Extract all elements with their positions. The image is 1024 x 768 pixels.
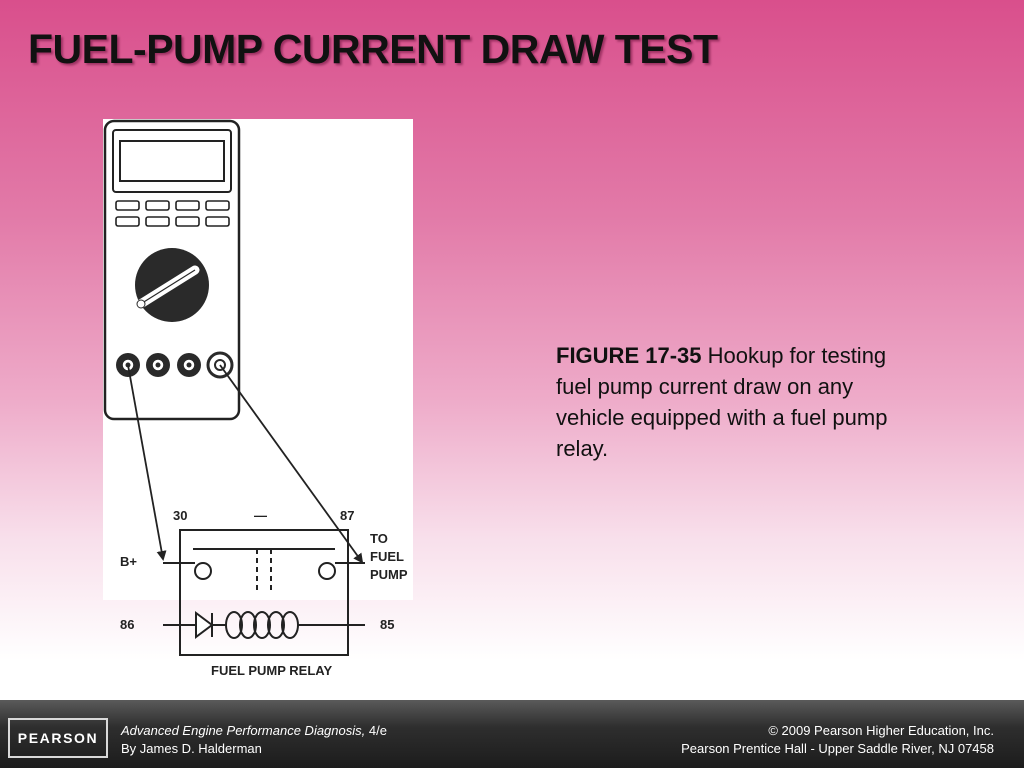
copyright-line: © 2009 Pearson Higher Education, Inc. <box>768 723 994 738</box>
terminal-85-label: 85 <box>380 617 394 632</box>
multimeter <box>103 119 241 421</box>
footer-book-info: Advanced Engine Performance Diagnosis, 4… <box>121 722 387 758</box>
figure-caption: FIGURE 17-35 Hookup for testing fuel pum… <box>556 340 926 464</box>
slide-title: FUEL-PUMP CURRENT DRAW TEST <box>28 26 718 72</box>
footer-bar: PEARSON Advanced Engine Performance Diag… <box>0 700 1024 768</box>
book-edition: 4/e <box>365 723 387 738</box>
relay-hookup-diagram: 30 87 — B+ TO FUEL PUMP 86 85 FUEL PUMP … <box>103 119 408 678</box>
relay-coil-loop <box>225 611 243 639</box>
publisher-line: Pearson Prentice Hall - Upper Saddle Riv… <box>681 741 994 756</box>
terminal-30-label: 30 <box>173 508 187 523</box>
relay-title-label: FUEL PUMP RELAY <box>211 663 332 678</box>
multimeter-buttons <box>115 200 230 227</box>
pearson-logo: PEARSON <box>8 718 108 758</box>
rotary-selector-knob <box>134 248 209 322</box>
relay-coil-loop <box>267 611 285 639</box>
terminal-87-label: 87 <box>340 508 354 523</box>
footer-copyright: © 2009 Pearson Higher Education, Inc. Pe… <box>681 722 994 758</box>
relay-coil-loop <box>239 611 257 639</box>
figure-caption-text: Hookup for testing fuel pump current dra… <box>556 343 888 461</box>
relay-dash-label: — <box>254 508 267 523</box>
b-plus-label: B+ <box>120 554 137 569</box>
terminal-86-label: 86 <box>120 617 134 632</box>
to-fuel-pump-label-to: TO <box>370 531 388 546</box>
book-title: Advanced Engine Performance Diagnosis, <box>121 723 366 738</box>
test-lead-com <box>127 364 167 561</box>
to-fuel-pump-label-pump: PUMP <box>370 567 408 582</box>
book-author: By James D. Halderman <box>121 741 262 756</box>
to-fuel-pump-label-fuel: FUEL <box>370 549 404 564</box>
test-lead-amps <box>219 364 364 564</box>
figure-number: FIGURE 17-35 <box>556 343 702 368</box>
fuel-pump-relay <box>163 529 365 656</box>
relay-coil-loop <box>253 611 271 639</box>
